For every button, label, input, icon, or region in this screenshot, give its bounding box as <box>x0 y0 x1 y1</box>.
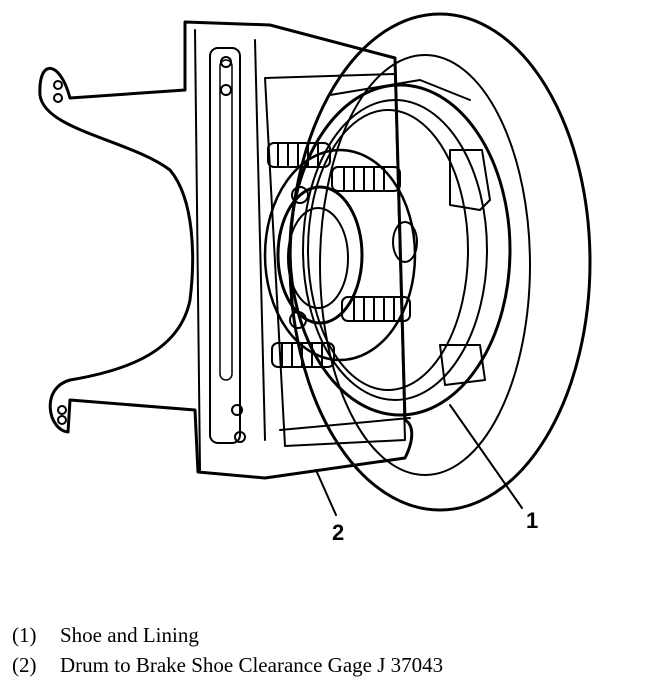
shoe-and-lining <box>288 79 512 417</box>
wheel-stud <box>271 342 335 368</box>
wheel-stud <box>331 166 401 192</box>
legend-number: (1) <box>12 623 37 647</box>
callout-1-number: 1 <box>526 508 538 533</box>
clearance-gage <box>38 20 414 480</box>
callout-1-leader <box>449 404 523 509</box>
wheel-stud <box>341 296 411 322</box>
callout-2-number: 2 <box>332 520 344 545</box>
legend: (1) Shoe and Lining (2) Drum to Brake Sh… <box>12 620 443 680</box>
legend-text: Drum to Brake Shoe Clearance Gage J 3704… <box>60 653 444 677</box>
wheel-stud <box>267 142 331 168</box>
wheel-hub <box>263 148 418 362</box>
legend-text: Shoe and Lining <box>60 623 199 647</box>
legend-number: (2) <box>12 653 37 677</box>
callout-2-leader <box>315 469 337 516</box>
legend-item: (2) Drum to Brake Shoe Clearance Gage J … <box>12 650 443 680</box>
legend-item: (1) Shoe and Lining <box>12 620 443 650</box>
wheel-studs <box>267 142 411 368</box>
